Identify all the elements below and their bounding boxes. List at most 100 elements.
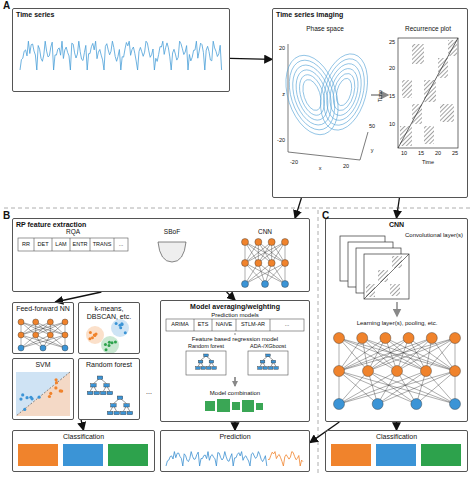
nn-unit: [18, 345, 24, 351]
tree-node: [101, 391, 107, 394]
text-label: RQA: [66, 229, 80, 236]
nn-unit: [421, 366, 432, 377]
tree-node: [206, 367, 211, 370]
text-label: ETS: [198, 322, 209, 328]
nn-unit: [403, 333, 414, 344]
text-label: ENTR: [73, 242, 88, 248]
nn-link: [339, 371, 426, 404]
box-label: k-means, DBSCAN, etc.: [82, 305, 136, 321]
output-box: Classification: [325, 430, 468, 472]
nn-link: [245, 242, 285, 263]
text-label: Time: [422, 160, 434, 166]
prediction-models-table: [166, 319, 304, 375]
svm-point: [59, 389, 62, 392]
tree-node: [114, 411, 120, 414]
nn-unit: [268, 260, 275, 267]
nn-link: [368, 338, 432, 371]
svm-point: [38, 396, 41, 399]
text-label: 15: [389, 94, 395, 100]
svm-point: [55, 381, 58, 384]
text-label: z: [282, 92, 285, 98]
rqa-table: [18, 238, 128, 251]
text-label: 20: [389, 66, 395, 72]
tree-node: [121, 411, 127, 414]
text-label: DET: [38, 242, 49, 248]
text-label: 20: [279, 46, 285, 52]
tree-node: [212, 367, 217, 370]
nn-unit: [40, 345, 46, 351]
text-label: ...: [146, 388, 152, 395]
recurrence-plot: [398, 38, 458, 148]
nn-unit: [426, 333, 437, 344]
nn-link: [339, 338, 362, 371]
text-label: 20: [435, 151, 441, 157]
method-box: Random forest: [78, 358, 140, 420]
connector-arrow: [230, 58, 272, 60]
nn-unit: [363, 366, 374, 377]
tree-node: [260, 360, 265, 363]
box-label: RP feature extraction: [16, 221, 306, 229]
nn-unit: [372, 399, 383, 410]
text-label: 10: [389, 122, 395, 128]
text-label: Learning layer(s), pooling, etc.: [357, 320, 438, 326]
tree-node: [198, 360, 203, 363]
cluster-point: [108, 341, 111, 344]
cluster-point: [115, 322, 118, 325]
panel-letter: A: [3, 1, 10, 12]
nn-unit: [282, 281, 289, 288]
box-label: Prediction: [164, 433, 306, 441]
text-label: 50: [369, 124, 375, 130]
connector-arrow: [396, 422, 397, 430]
nn-link: [265, 263, 285, 284]
nn-unit: [334, 333, 345, 344]
nn-link: [368, 371, 455, 404]
tree-node: [91, 384, 97, 387]
panel-letter: C: [322, 211, 329, 222]
tree-node: [268, 367, 273, 370]
text-label: Feature based regression model: [192, 336, 278, 342]
box-label: Time series: [16, 11, 226, 19]
nn-unit: [47, 332, 53, 338]
text-label: ...: [285, 322, 290, 328]
model-arrow: [235, 377, 236, 386]
connector-arrow: [55, 292, 101, 302]
nn-unit: [334, 399, 345, 410]
nn-link: [245, 242, 258, 263]
text-label: CNN: [258, 229, 272, 236]
class-colors: [18, 444, 461, 466]
text-label: Model combination: [210, 390, 260, 396]
tree-node: [263, 367, 268, 370]
svm-point: [54, 386, 57, 389]
nn-link: [272, 263, 285, 284]
svm-plot: [16, 372, 70, 416]
cluster-point: [89, 331, 92, 334]
nn-unit: [334, 366, 345, 377]
nn-link: [272, 242, 285, 263]
nn-unit: [262, 281, 269, 288]
text-label: Random forest: [188, 344, 224, 350]
cluster-point: [108, 344, 111, 347]
attractor-wing: [313, 49, 376, 136]
nn-link: [21, 322, 65, 335]
nn-unit: [242, 281, 249, 288]
nn-unit: [268, 239, 275, 246]
text-label: y: [371, 148, 374, 154]
nn-unit: [450, 333, 461, 344]
text-label: SBoF: [164, 229, 180, 236]
svm-point: [25, 396, 28, 399]
nn-unit: [450, 366, 461, 377]
attractor-wing: [281, 54, 343, 135]
nn-unit: [62, 345, 68, 351]
panel-letter: B: [3, 211, 10, 222]
model-combination: [205, 399, 263, 412]
cluster-point: [119, 326, 122, 329]
cluster-point: [124, 331, 127, 334]
nn-unit: [242, 260, 249, 267]
nn-unit: [47, 319, 53, 325]
svm-point: [19, 397, 22, 400]
attractor-wing: [334, 77, 355, 108]
panel-dividers: [4, 208, 470, 475]
nn-unit: [18, 332, 24, 338]
